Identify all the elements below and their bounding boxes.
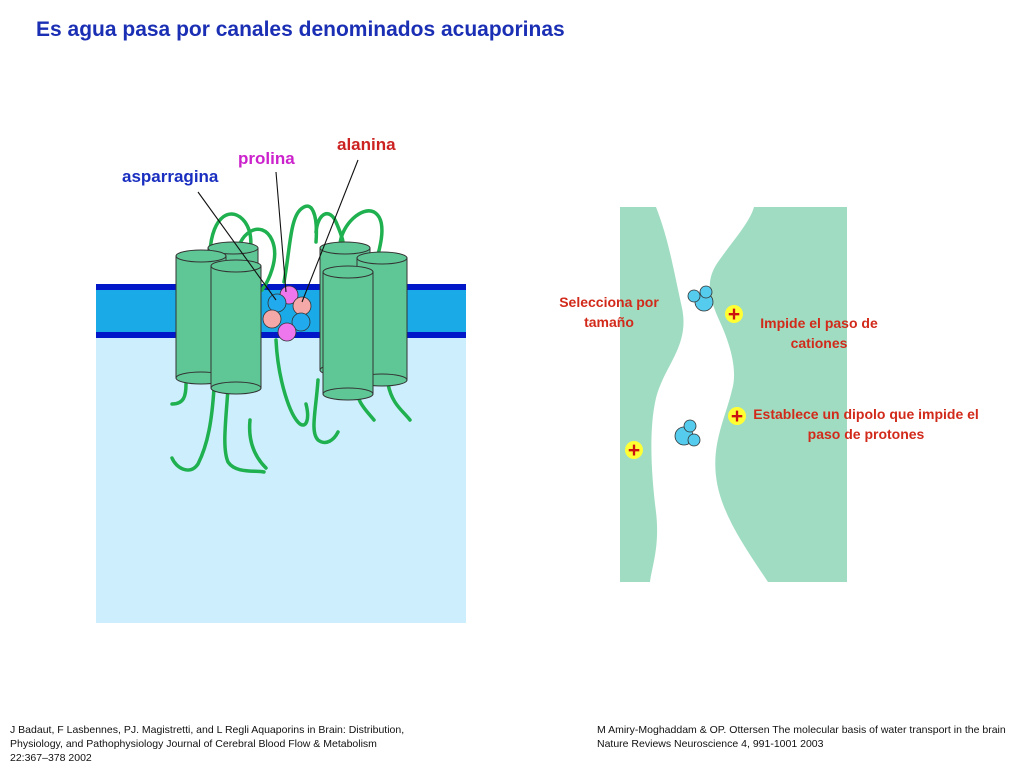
label-alanina: alanina <box>337 135 396 154</box>
plus-sign: + <box>728 303 740 326</box>
residue-alanina <box>262 309 282 329</box>
channel-schematic <box>620 207 847 582</box>
plus-charge-icon <box>625 441 643 459</box>
label-asparragina: asparragina <box>122 167 219 186</box>
right-helix-cluster <box>319 241 408 401</box>
left-helix-cluster <box>175 241 262 395</box>
note-cation-block: Impide el paso de cationes <box>760 315 878 352</box>
water-molecule-icon <box>674 419 701 447</box>
plus-charge-icon <box>725 305 743 323</box>
water-molecule-icon <box>687 285 714 312</box>
plus-sign: + <box>628 439 640 462</box>
residue-prolina <box>277 322 297 342</box>
helix-cylinder <box>322 265 374 401</box>
helix-cylinder <box>210 259 262 395</box>
reference-right: M Amiry-Moghaddam & OP. Ottersen The mol… <box>597 724 1006 750</box>
residue-alanina <box>292 296 312 316</box>
reference-left: J Badaut, F Lasbennes, PJ. Magistretti, … <box>10 724 405 764</box>
membrane-edge-top <box>96 284 466 290</box>
channel-right-wall <box>709 207 847 582</box>
protein-loops <box>170 204 412 474</box>
label-prolina: prolina <box>238 149 295 168</box>
residue-asparragina <box>291 312 311 332</box>
residue-asparragina <box>267 293 287 313</box>
note-proton-dipole: Establece un dipolo que impide el paso d… <box>753 406 979 443</box>
page-title: Es agua pasa por canales denominados acu… <box>36 18 565 41</box>
note-size-selection: Selecciona por tamaño <box>559 294 659 331</box>
plus-charge-icon <box>728 407 746 425</box>
label-pointers <box>197 159 359 303</box>
channel-left-wall <box>620 207 684 582</box>
pore-residues <box>262 285 312 342</box>
plus-sign: + <box>731 405 743 428</box>
